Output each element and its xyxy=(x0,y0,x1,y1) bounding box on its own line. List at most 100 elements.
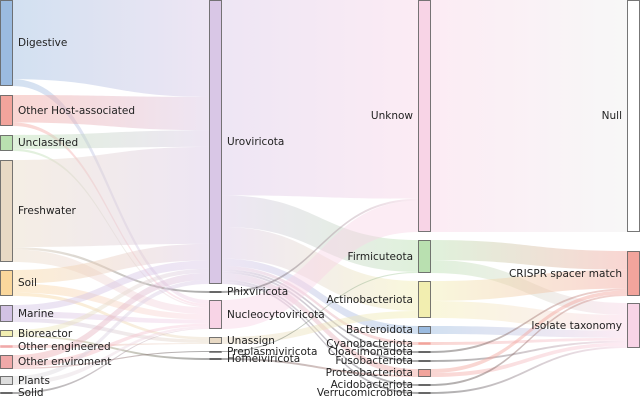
node-actinobacteriota xyxy=(418,281,431,318)
node-marine xyxy=(0,305,13,322)
flow-links xyxy=(13,0,627,394)
node-label-plants: Plants xyxy=(18,374,50,387)
node-label-unclassified: Unclassfied xyxy=(18,137,79,149)
node-label-bacteroidota: Bacteroidota xyxy=(345,324,413,336)
flow-unclassified-to-uroviricota xyxy=(13,130,209,149)
flow-freshwater-to-uroviricota xyxy=(13,146,209,248)
flow-cloacimonadota-to-crispr xyxy=(431,288,627,353)
flow-other-host-to-uroviricota xyxy=(13,95,209,131)
flow-uroviricota-to-firmicuteota xyxy=(222,195,418,272)
node-null xyxy=(627,0,640,232)
node-label-solid: Solid xyxy=(18,387,44,399)
node-label-other-engineered: Other engineered xyxy=(18,340,111,353)
flow-uroviricota-to-acidobacteriota xyxy=(222,279,418,386)
node-nucleocytoviricota xyxy=(209,300,222,329)
node-other-environment xyxy=(0,355,13,369)
node-label-cyanobacteriota: Cyanobacteriota xyxy=(326,337,413,350)
flow-actinobacteriota-to-isolate xyxy=(431,301,627,331)
node-label-proteobacteriota: Proteobacteriota xyxy=(325,367,413,379)
flow-solid-to-nucleocytoviricota xyxy=(13,328,209,394)
node-label-preplasmiviricota: Preplasmiviricota xyxy=(227,345,318,358)
node-label-other-environment: Other enviroment xyxy=(18,356,112,368)
node-label-phixviricota: Phixviricota xyxy=(227,286,289,298)
flow-marine-to-uroviricota xyxy=(13,260,209,312)
node-label-acidobacteriota: Acidobacteriota xyxy=(330,379,413,391)
node-cloacimonadota xyxy=(418,351,431,353)
flow-plants-to-uroviricota xyxy=(13,279,209,381)
flow-actinobacteriota-to-crispr xyxy=(431,269,627,301)
node-cyanobacteriota xyxy=(418,342,431,345)
node-unknow xyxy=(418,0,431,232)
flow-uroviricota-to-verrucomicrobiota xyxy=(222,281,418,394)
flow-uroviricota-to-fusobacteriota xyxy=(222,271,418,362)
flow-nucleocytoviricota-to-unknow xyxy=(222,200,418,329)
node-plants xyxy=(0,376,13,385)
node-unclassified xyxy=(0,135,13,151)
flow-phixviricota-to-unknow xyxy=(222,198,418,293)
node-crispr xyxy=(627,251,640,296)
flow-freshwater-to-nucleocytoviricota xyxy=(13,249,209,315)
node-label-cloacimonadota: Cloacimonadota xyxy=(327,346,413,358)
node-other-host xyxy=(0,95,13,126)
node-label-verrucomicrobiota: Verrucomicrobiota xyxy=(316,387,413,399)
flow-hofneiviricota-to-proteobacteriota xyxy=(222,358,418,377)
node-firmicuteota xyxy=(418,240,431,273)
flow-proteobacteriota-to-isolate xyxy=(431,342,627,377)
flow-bioreactor-to-hofneiviricota xyxy=(13,335,209,360)
flow-proteobacteriota-to-crispr xyxy=(431,290,627,373)
node-label-hofneiviricota: Hofneiviricota xyxy=(227,353,301,365)
flow-uroviricota-to-unknow xyxy=(222,0,418,199)
node-digestive xyxy=(0,0,13,86)
node-label-freshwater: Freshwater xyxy=(18,205,76,217)
node-label-isolate: Isolate taxonomy xyxy=(531,319,622,332)
flow-uroviricota-to-bacteroidota xyxy=(222,258,418,334)
flow-digestive-to-uroviricota xyxy=(13,0,209,97)
node-phixviricota xyxy=(209,291,222,293)
flow-other-environment-to-uroviricota xyxy=(13,272,209,362)
node-freshwater xyxy=(0,160,13,262)
flow-bioreactor-to-uroviricota xyxy=(13,268,209,336)
flow-other-environment-to-preplasmiviricota xyxy=(13,351,209,369)
node-bacteroidota xyxy=(418,326,431,334)
flow-unknow-to-null xyxy=(431,0,627,232)
flow-preplasmiviricota-to-firmicuteota xyxy=(222,271,418,352)
node-label-firmicuteota: Firmicuteota xyxy=(347,250,413,263)
node-unassign xyxy=(209,337,222,344)
node-hofneiviricota xyxy=(209,358,222,360)
node-label-soil: Soil xyxy=(18,277,37,289)
node-bioreactor xyxy=(0,330,13,337)
flow-cyanobacteriota-to-isolate xyxy=(431,337,627,345)
node-label-nucleocytoviricota: Nucleocytoviricota xyxy=(227,308,325,321)
node-preplasmiviricota xyxy=(209,351,222,353)
node-label-actinobacteriota: Actinobacteriota xyxy=(326,293,413,306)
flow-unassign-to-actinobacteriota xyxy=(222,311,418,344)
flow-uroviricota-to-cloacimonadota xyxy=(222,269,418,353)
flow-fusobacteriota-to-isolate xyxy=(431,340,627,362)
flow-other-environment-to-nucleocytoviricota xyxy=(13,323,209,368)
flow-uroviricota-to-cyanobacteriota xyxy=(222,266,418,345)
node-other-engineered xyxy=(0,345,13,348)
flow-plants-to-nucleocytoviricota xyxy=(13,326,209,385)
flow-acidobacteriota-to-crispr xyxy=(431,294,627,386)
node-uroviricota xyxy=(209,0,222,284)
node-label-crispr: CRISPR spacer match xyxy=(508,267,622,280)
node-solid xyxy=(0,392,13,394)
node-label-bioreactor: Bioreactor xyxy=(18,327,73,340)
node-label-unassign: Unassign xyxy=(227,334,275,347)
flow-verrucomicrobiota-to-isolate xyxy=(431,346,627,394)
node-isolate xyxy=(627,303,640,348)
node-label-null: Null xyxy=(601,110,622,122)
node-soil xyxy=(0,270,13,296)
node-label-digestive: Digestive xyxy=(18,37,68,49)
node-label-fusobacteriota: Fusobacteriota xyxy=(335,355,413,367)
node-label-unknow: Unknow xyxy=(370,110,413,122)
node-label-marine: Marine xyxy=(18,307,54,320)
node-label-uroviricota: Uroviricota xyxy=(227,136,285,148)
node-label-other-host: Other Host-associated xyxy=(18,104,136,117)
node-acidobacteriota xyxy=(418,384,431,386)
flow-soil-to-uroviricota xyxy=(13,243,209,284)
node-proteobacteriota xyxy=(418,369,431,377)
node-fusobacteriota xyxy=(418,360,431,362)
